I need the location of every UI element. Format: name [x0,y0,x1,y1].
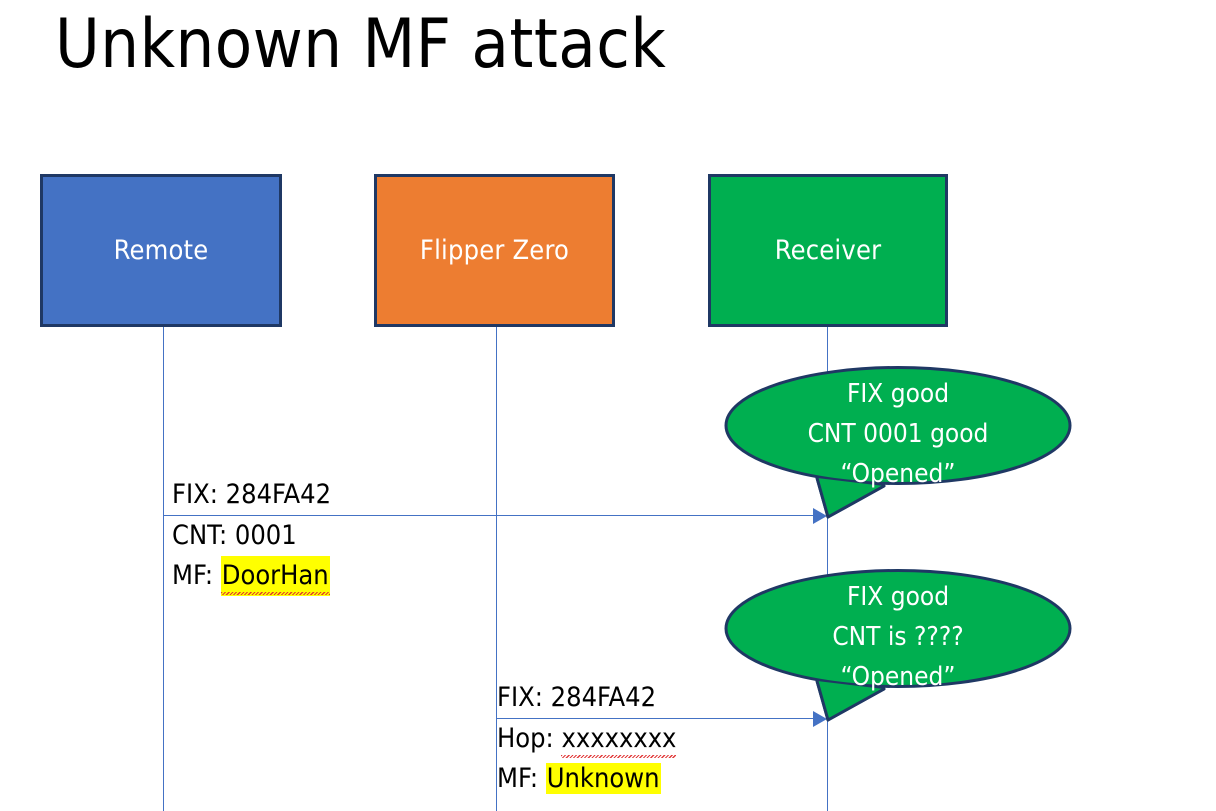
actor-box-flipper[interactable]: Flipper Zero [374,174,615,327]
message-2-label-below: Hop: xxxxxxxx MF: Unknown [497,719,676,799]
message-2-hop-value: xxxxxxxx [561,719,676,759]
message-arrow-line-2 [496,718,816,719]
actor-label-flipper: Flipper Zero [419,235,570,266]
message-1-mf-prefix: MF: [172,560,221,591]
message-1-cnt-line: CNT: 0001 [172,516,330,556]
message-2-label-above: FIX: 284FA42 [497,682,657,713]
lifeline-remote [163,327,164,811]
message-1-label-below: CNT: 0001 MF: DoorHan [172,516,330,596]
message-2-hop-prefix: Hop: [497,723,562,754]
callout-shape-1 [724,366,1072,519]
message-2-hop-line: Hop: xxxxxxxx [497,719,676,759]
actor-box-remote[interactable]: Remote [40,174,282,327]
arrowhead-icon-2 [813,711,827,727]
callout-bubble-1[interactable]: FIX good CNT 0001 good “Opened” [724,366,1072,519]
message-1-mf-value-highlighted: DoorHan [220,556,330,596]
actor-box-receiver[interactable]: Receiver [708,174,948,327]
lifeline-receiver [827,327,828,811]
actor-label-remote: Remote [113,235,209,266]
message-1-label-above: FIX: 284FA42 [172,479,332,510]
page-title: Unknown MF attack [55,5,667,84]
lifeline-flipper [496,327,497,811]
message-2-mf-line: MF: Unknown [497,759,676,799]
callout-shape-2 [724,569,1072,722]
message-1-cnt-text: CNT: 0001 [172,520,297,551]
arrowhead-icon-1 [813,508,827,524]
message-2-mf-prefix: MF: [497,763,546,794]
callout-bubble-2[interactable]: FIX good CNT is ???? “Opened” [724,569,1072,722]
message-2-mf-value-highlighted: Unknown [545,763,661,794]
actor-label-receiver: Receiver [774,235,882,266]
message-arrow-line-1 [163,515,816,516]
message-1-mf-line: MF: DoorHan [172,556,330,596]
